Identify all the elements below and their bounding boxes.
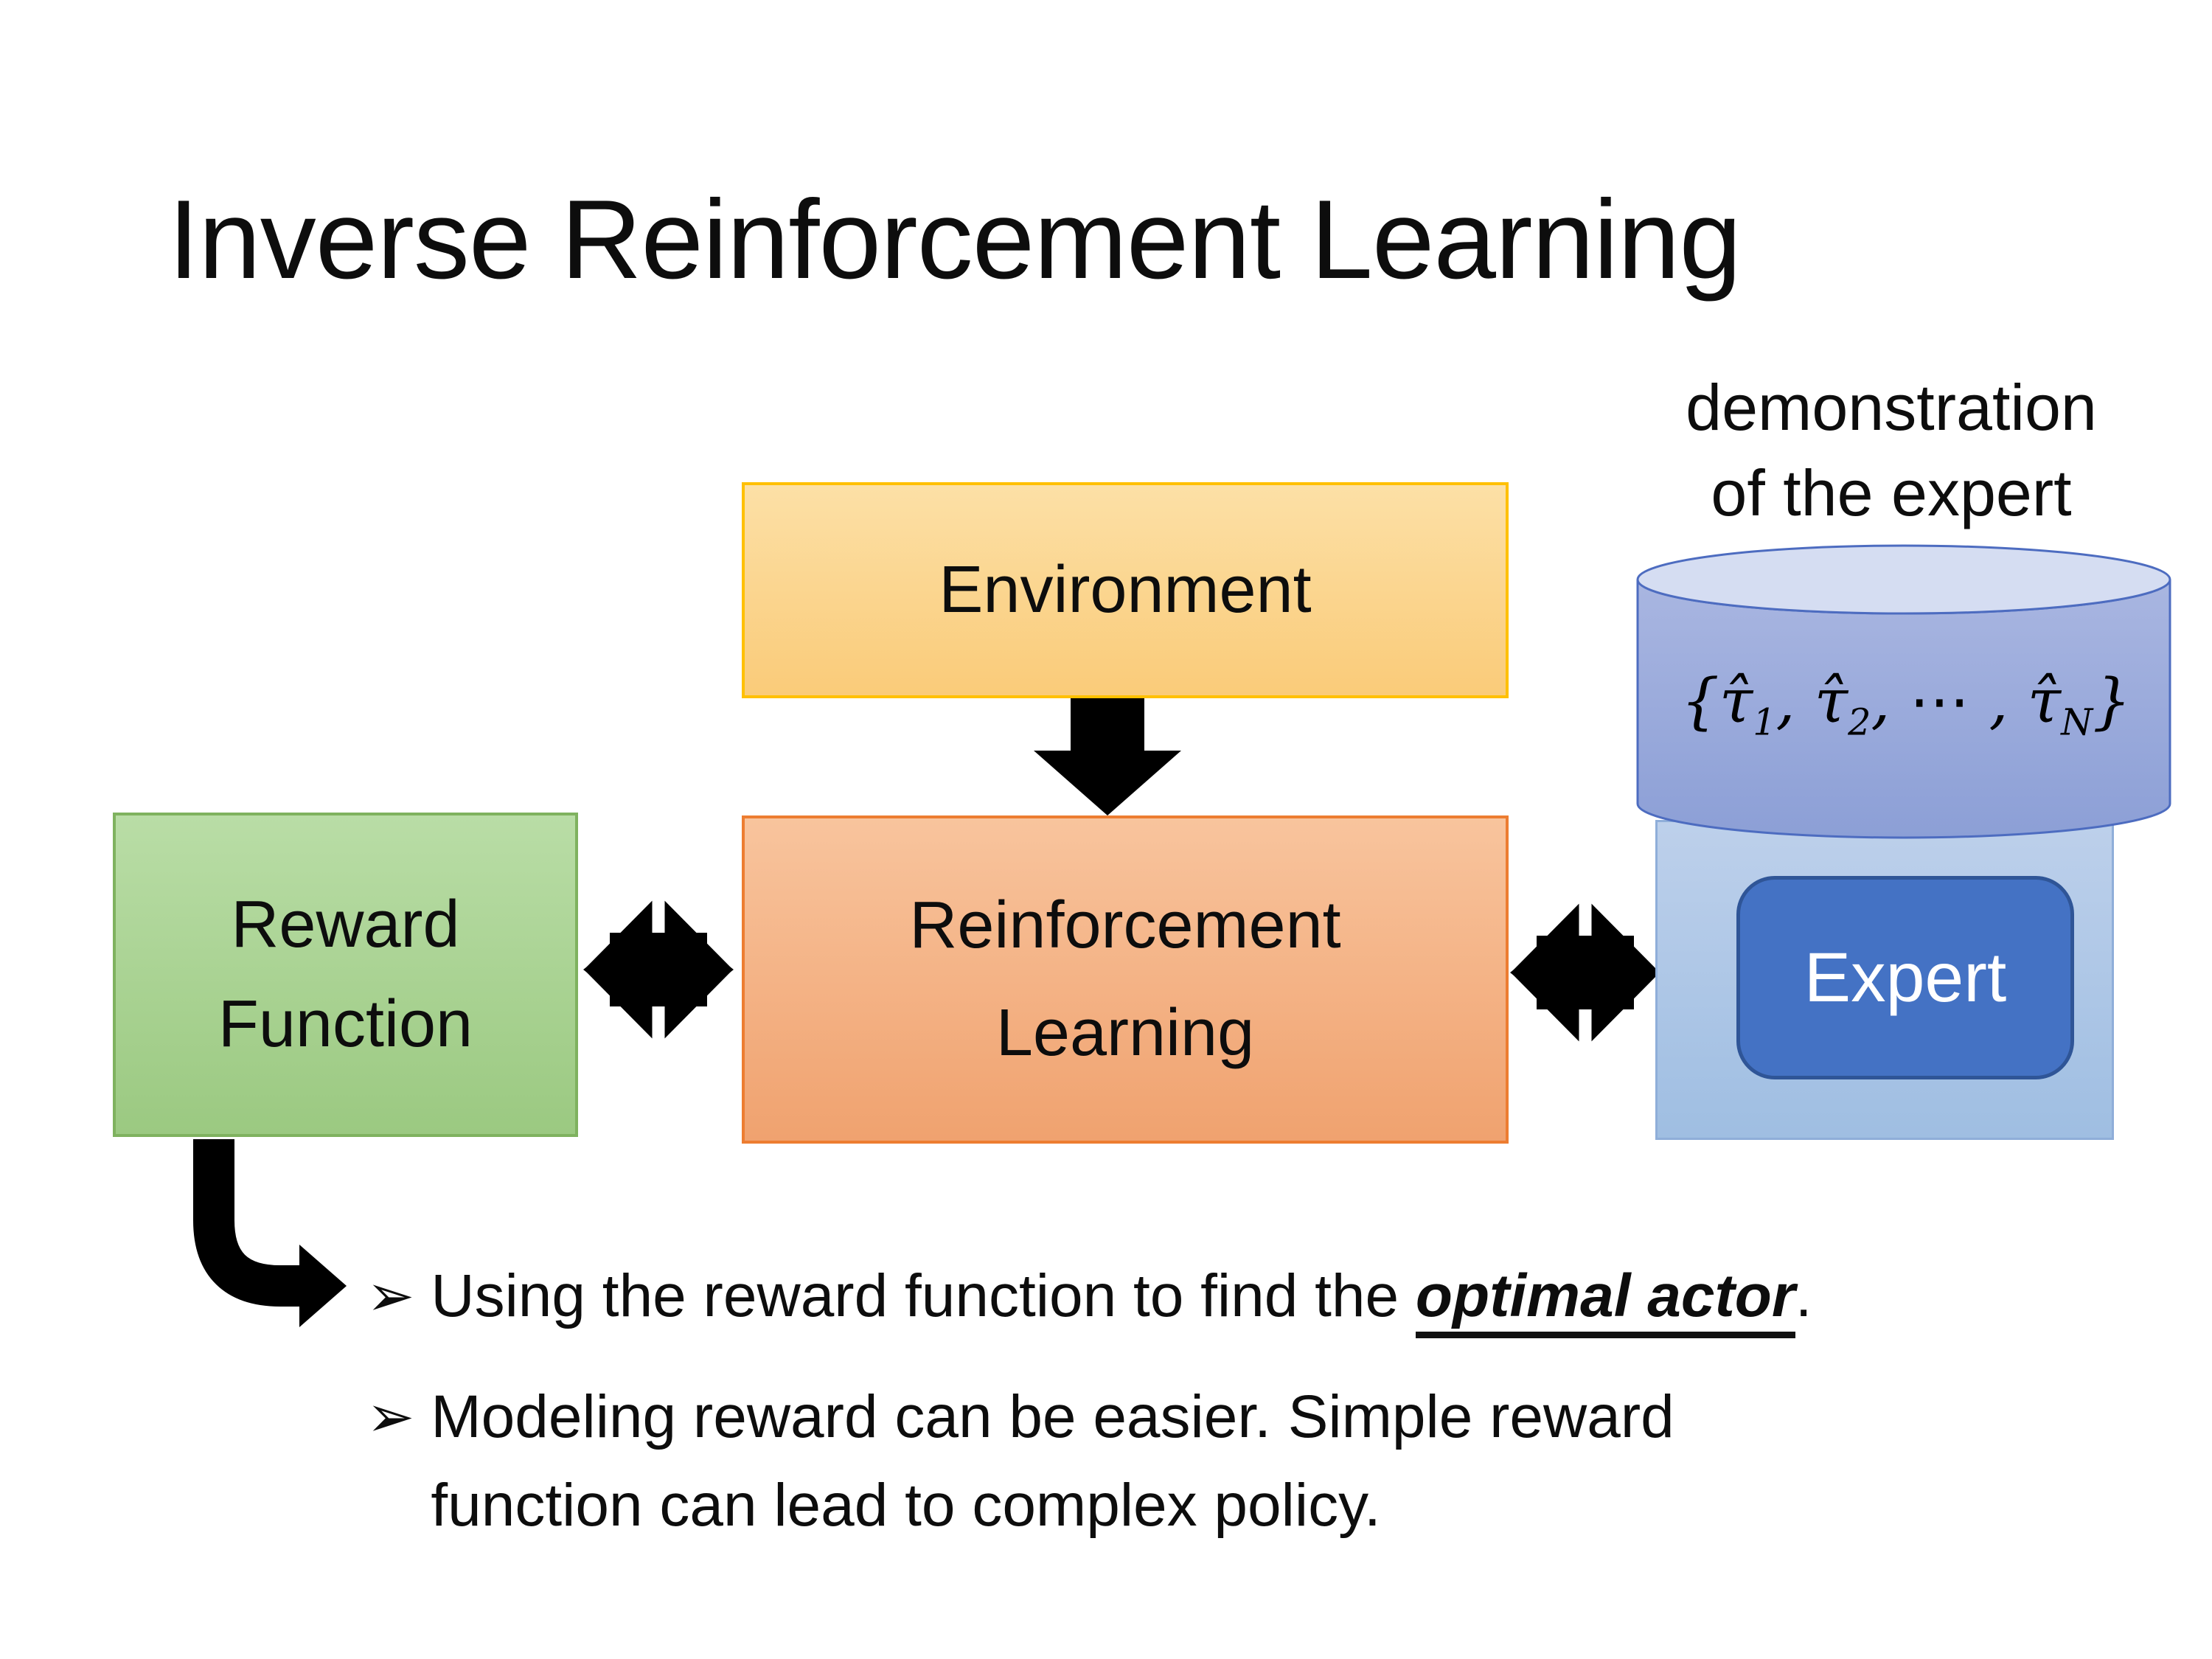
environment-box-label: Environment	[939, 553, 1312, 627]
bent-arrow-icon	[193, 1139, 347, 1327]
reward-function-label-line2: Function	[218, 987, 473, 1061]
bullet-item-modeling-reward: ➢ Modeling reward can be easier. Simple …	[366, 1373, 1674, 1549]
formula-sub1: 1	[1753, 700, 1776, 744]
formula-sep1: ,	[1775, 667, 1815, 737]
page-title: Inverse Reinforcement Learning	[168, 177, 1742, 302]
bullet-2-text: Modeling reward can be easier. Simple re…	[431, 1373, 1674, 1549]
bullet-1-text: Using the reward function to find the op…	[431, 1252, 1812, 1340]
reinforcement-learning-box: Reinforcement Learning	[742, 815, 1509, 1144]
demonstration-label-line2: of the expert	[1711, 456, 2072, 530]
bullet-1-post: .	[1795, 1262, 1812, 1329]
reward-function-label-line1: Reward	[231, 888, 460, 961]
reward-function-box: Reward Function	[113, 813, 578, 1137]
bullet-1-pre: Using the reward function to find the	[431, 1262, 1416, 1329]
bullet-arrow-icon: ➢	[366, 1263, 415, 1329]
demonstration-label: demonstration of the expert	[1585, 365, 2197, 536]
expert-box: Expert	[1736, 876, 2074, 1079]
formula-tau1: τ̂	[1719, 667, 1753, 737]
expert-box-label: Expert	[1804, 938, 2007, 1017]
formula-close-brace: }	[2093, 667, 2132, 737]
formula-subN: N	[2061, 700, 2093, 744]
double-arrow-right-icon	[1510, 896, 1660, 1049]
formula-dots: , ⋯ ,	[1871, 667, 2028, 737]
down-arrow-icon	[1034, 698, 1181, 815]
bullet-item-optimal-actor: ➢ Using the reward function to find the …	[366, 1252, 1812, 1340]
trajectory-set-formula: {τ̂1, τ̂2, ⋯ , τ̂N}	[1652, 666, 2160, 744]
formula-tau2: τ̂	[1814, 667, 1848, 737]
double-arrow-left-icon	[583, 893, 734, 1046]
demonstration-label-line1: demonstration	[1686, 371, 2097, 444]
environment-box: Environment	[742, 482, 1509, 698]
database-cylinder-icon	[1636, 544, 2171, 839]
bullet-1-emphasis: optimal actor	[1415, 1262, 1795, 1338]
reinforcement-learning-label-line2: Learning	[995, 995, 1255, 1070]
reinforcement-learning-label-line1: Reinforcement	[909, 888, 1341, 962]
formula-open-brace: {	[1680, 667, 1719, 737]
formula-tau3: τ̂	[2027, 667, 2062, 737]
bullet-2-line2: function can lead to complex policy.	[431, 1471, 1381, 1539]
bullet-2-line1: Modeling reward can be easier. Simple re…	[431, 1383, 1674, 1450]
bullet-arrow-icon: ➢	[366, 1384, 415, 1450]
formula-sub2: 2	[1848, 700, 1871, 744]
